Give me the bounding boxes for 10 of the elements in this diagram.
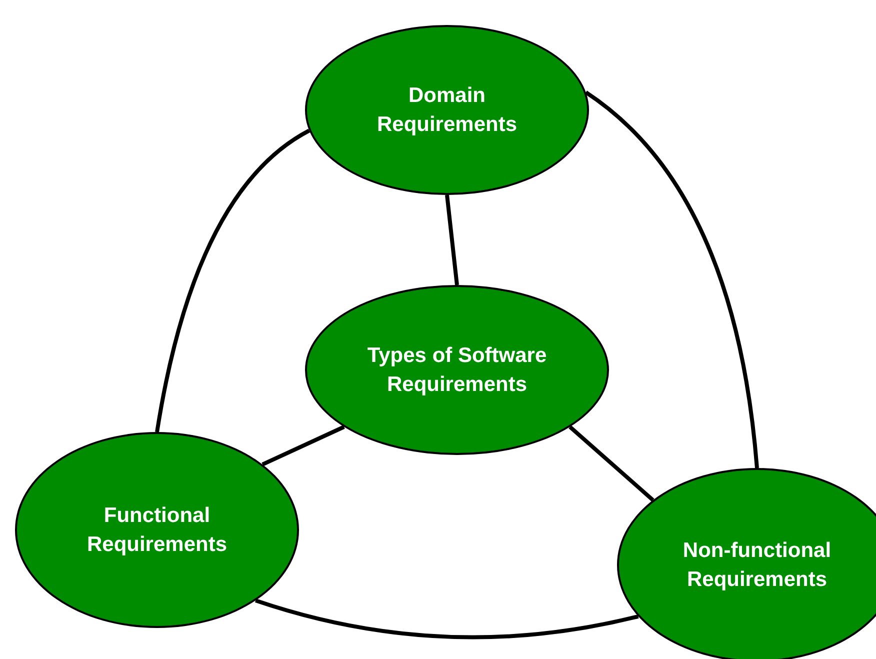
node-label: Domain Requirements (376, 83, 518, 138)
connector-line (445, 194, 459, 286)
connector-line (262, 425, 345, 466)
node-label: Types of Software Requirements (366, 343, 548, 398)
connector-line (568, 425, 654, 502)
connector-line (584, 90, 759, 468)
node-label: Non-functional Requirements (682, 538, 832, 593)
connector-line (255, 598, 639, 640)
node-label: Functional Requirements (86, 503, 228, 558)
connector-line (155, 128, 310, 432)
